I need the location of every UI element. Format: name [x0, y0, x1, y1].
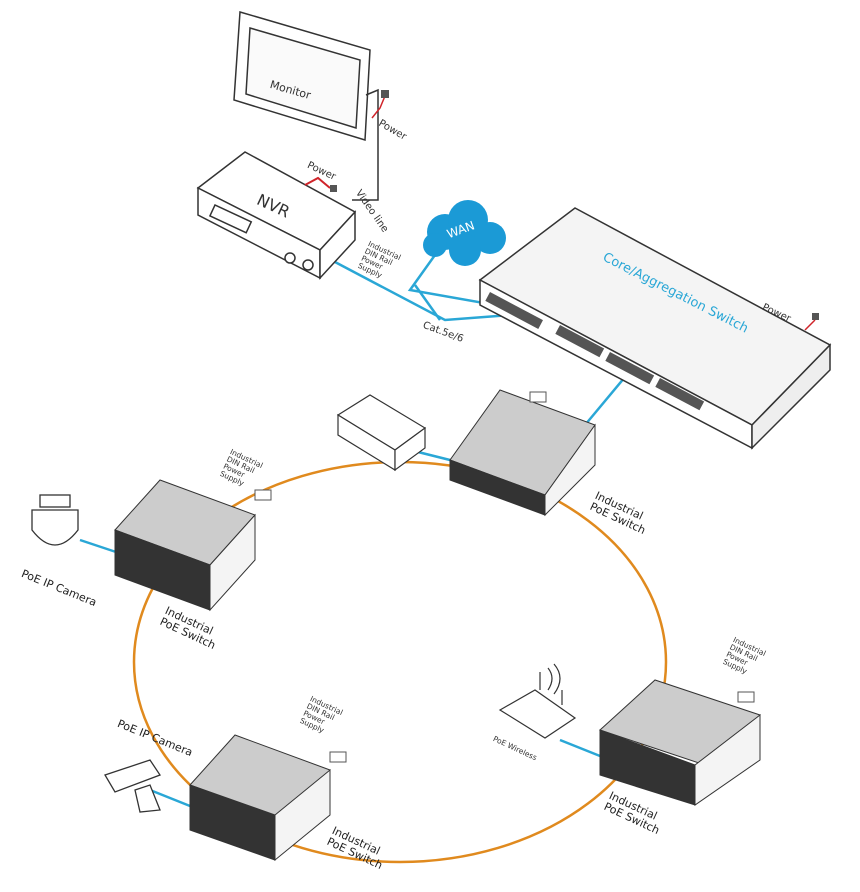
industrial-switch-bottom-icon — [189, 734, 331, 862]
monitor-icon — [233, 11, 379, 201]
poe-bullet-camera-icon — [104, 759, 161, 813]
nvr-icon — [196, 151, 357, 280]
power-plug-icon — [330, 185, 337, 192]
core-switch-ports — [485, 292, 705, 411]
plc-controller-icon — [336, 394, 427, 472]
power-plug-icon — [812, 313, 819, 320]
industrial-switch-top-icon — [449, 389, 596, 517]
wan-cloud-icon — [423, 200, 506, 266]
din-power-supply-icons — [254, 391, 755, 763]
industrial-switch-left-icon — [114, 479, 256, 612]
power-plug-icon — [381, 90, 389, 98]
industrial-switch-right-icon — [599, 679, 761, 806]
poe-wireless-ap-icon — [498, 663, 577, 739]
poe-dome-camera-icon — [31, 494, 79, 546]
